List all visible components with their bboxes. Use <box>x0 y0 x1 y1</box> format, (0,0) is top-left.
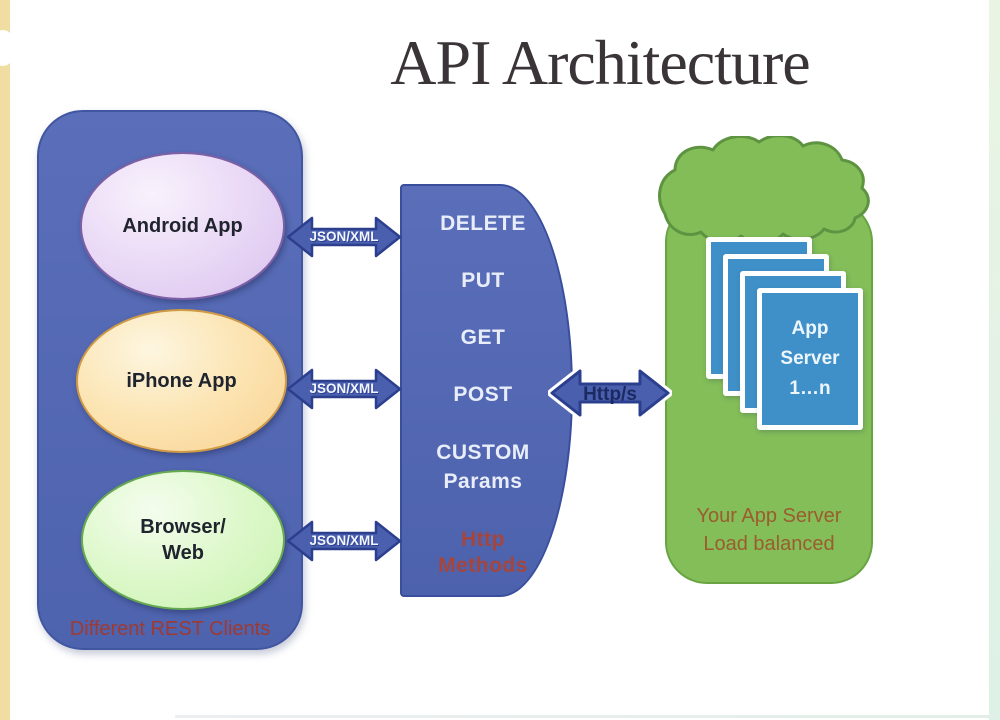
json-xml-label: JSON/XML <box>309 533 378 548</box>
rest-clients-panel: Android App iPhone App Browser/ Web Diff… <box>37 110 303 650</box>
cloud-icon <box>658 136 870 244</box>
methods-caption-line1: Http <box>461 528 505 551</box>
android-app-label: Android App <box>122 215 243 237</box>
method-get: GET <box>460 326 506 349</box>
card-label-line3: 1…n <box>789 378 831 399</box>
browser-web-label-line2: Web <box>162 542 204 564</box>
json-xml-arrow-iphone: JSON/XML JSON/XML <box>286 368 402 410</box>
iphone-app-label: iPhone App <box>126 370 237 392</box>
right-edge-decoration <box>989 0 1000 720</box>
server-card-front: App Server 1…n <box>757 288 863 430</box>
methods-caption-line2: Methods <box>438 554 528 577</box>
card-label-line2: Server <box>780 348 840 369</box>
method-post: POST <box>453 383 513 406</box>
method-custom-line1: CUSTOM <box>436 441 530 464</box>
https-arrow: Http/s <box>548 366 672 420</box>
left-edge-decoration <box>0 0 10 720</box>
svg-text:JSON/XML: JSON/XML <box>310 534 379 549</box>
method-put: PUT <box>461 269 505 292</box>
json-xml-arrow-android: JSON/XML JSON/XML <box>286 216 402 258</box>
bottom-divider <box>175 715 1000 718</box>
card-label-line1: App <box>791 318 829 339</box>
clients-caption: Different REST Clients <box>69 618 271 640</box>
browser-web-label-line1: Browser/ <box>140 516 226 538</box>
http-methods-shape: DELETE PUT GET POST CUSTOM Params Http M… <box>400 184 573 597</box>
svg-text:JSON/XML: JSON/XML <box>310 382 379 397</box>
left-edge-notch <box>0 30 16 66</box>
method-custom-line2: Params <box>443 470 523 493</box>
server-caption-line1: Your App Server <box>696 505 842 527</box>
server-caption: Your App Server Load balanced <box>667 502 871 558</box>
json-xml-arrow-browser: JSON/XML JSON/XML <box>286 520 402 562</box>
json-xml-label: JSON/XML <box>309 381 378 396</box>
android-app-node: Android App <box>80 152 285 300</box>
method-delete: DELETE <box>440 212 526 235</box>
json-xml-label: JSON/XML <box>309 229 378 244</box>
server-caption-line2: Load balanced <box>703 533 835 555</box>
iphone-app-node: iPhone App <box>76 309 287 453</box>
page-title: API Architecture <box>390 27 810 98</box>
svg-text:JSON/XML: JSON/XML <box>310 230 379 245</box>
browser-web-node: Browser/ Web <box>81 470 285 610</box>
https-label: Http/s <box>583 384 637 405</box>
